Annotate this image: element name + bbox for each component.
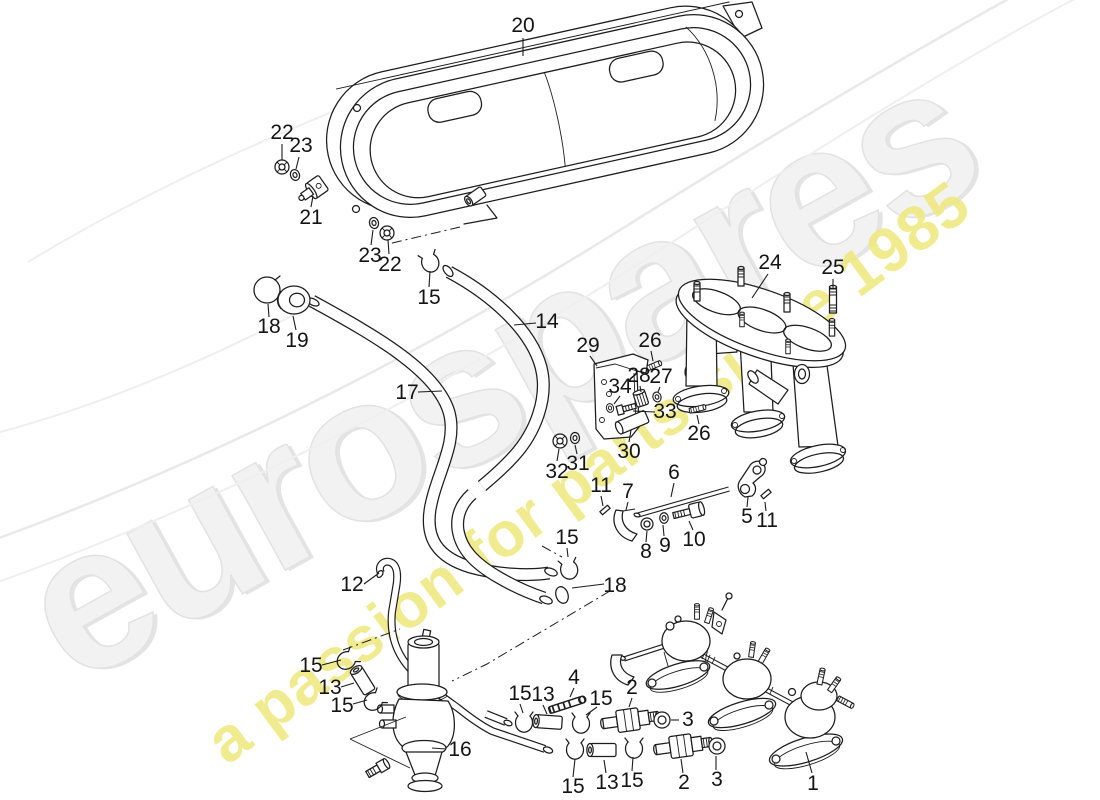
part-label-32: 32	[545, 460, 569, 483]
throttle-body-assembly	[610, 592, 856, 770]
part-label-23: 23	[289, 134, 313, 157]
part-label-3: 3	[711, 768, 723, 791]
part-label-15: 15	[417, 286, 441, 309]
intake-manifold	[644, 265, 847, 474]
grommet-and-fasteners	[253, 159, 443, 315]
part-label-18: 18	[257, 315, 281, 338]
stud-25	[828, 284, 838, 314]
part-label-15: 15	[620, 769, 644, 792]
bolt-10	[672, 501, 706, 520]
part-label-7: 7	[622, 480, 634, 503]
part-label-4: 4	[568, 666, 580, 689]
part-label-6: 6	[668, 461, 680, 484]
part-label-18: 18	[603, 574, 627, 597]
part-label-15: 15	[299, 654, 323, 677]
air-cleaner-housing	[325, 1, 765, 245]
part-label-30: 30	[617, 440, 641, 463]
throttle-linkage	[599, 457, 772, 542]
part-label-26: 26	[687, 422, 711, 445]
knurled-nut-28	[632, 389, 649, 408]
bracket-29-group	[552, 353, 663, 449]
fitting-row-bottom	[565, 730, 726, 762]
part-label-33: 33	[653, 400, 677, 423]
spacer-30	[614, 410, 650, 435]
part-label-34: 34	[608, 375, 632, 398]
part-label-20: 20	[511, 14, 535, 37]
part-label-10: 10	[682, 528, 706, 551]
part-label-2: 2	[626, 676, 638, 699]
lever-5	[737, 457, 768, 498]
part-label-15: 15	[561, 775, 585, 798]
leader-lines	[267, 38, 834, 778]
part-label-19: 19	[285, 329, 309, 352]
fuel-pipe-12	[342, 557, 554, 754]
hose-clamp-15	[557, 556, 581, 582]
hose-14	[442, 264, 553, 605]
part-label-13: 13	[318, 676, 342, 699]
pump-bolt	[365, 758, 391, 779]
injection-pump-16	[349, 628, 455, 793]
part-label-3: 3	[682, 708, 694, 731]
part-label-9: 9	[659, 534, 671, 557]
part-label-23: 23	[358, 244, 382, 267]
part-label-17: 17	[395, 381, 419, 404]
part-label-31: 31	[566, 452, 590, 475]
part-label-22: 22	[270, 121, 294, 144]
part-label-13: 13	[595, 771, 619, 794]
part-label-27: 27	[649, 365, 673, 388]
part-label-24: 24	[758, 251, 782, 274]
part-label-15: 15	[330, 694, 354, 717]
part-label-14: 14	[535, 310, 559, 333]
screw-34	[615, 402, 637, 416]
background-swoosh	[0, 0, 1076, 583]
part-label-15: 15	[508, 682, 532, 705]
part-label-12: 12	[340, 573, 364, 596]
part-label-5: 5	[741, 505, 753, 528]
part-label-13: 13	[531, 683, 555, 706]
part-label-11: 11	[756, 509, 778, 532]
part-label-15: 15	[589, 687, 613, 710]
part-label-1: 1	[807, 772, 819, 795]
part-label-28: 28	[627, 364, 651, 387]
part-label-21: 21	[299, 206, 323, 229]
part-label-22: 22	[378, 253, 402, 276]
part-label-25: 25	[821, 256, 845, 279]
part-label-16: 16	[448, 738, 472, 761]
part-label-11: 11	[590, 474, 612, 497]
plug-18	[555, 586, 569, 604]
part-label-26: 26	[638, 329, 662, 352]
part-label-8: 8	[640, 540, 652, 563]
part-label-15: 15	[555, 526, 579, 549]
part-label-29: 29	[576, 334, 600, 357]
part-label-2: 2	[678, 771, 690, 794]
